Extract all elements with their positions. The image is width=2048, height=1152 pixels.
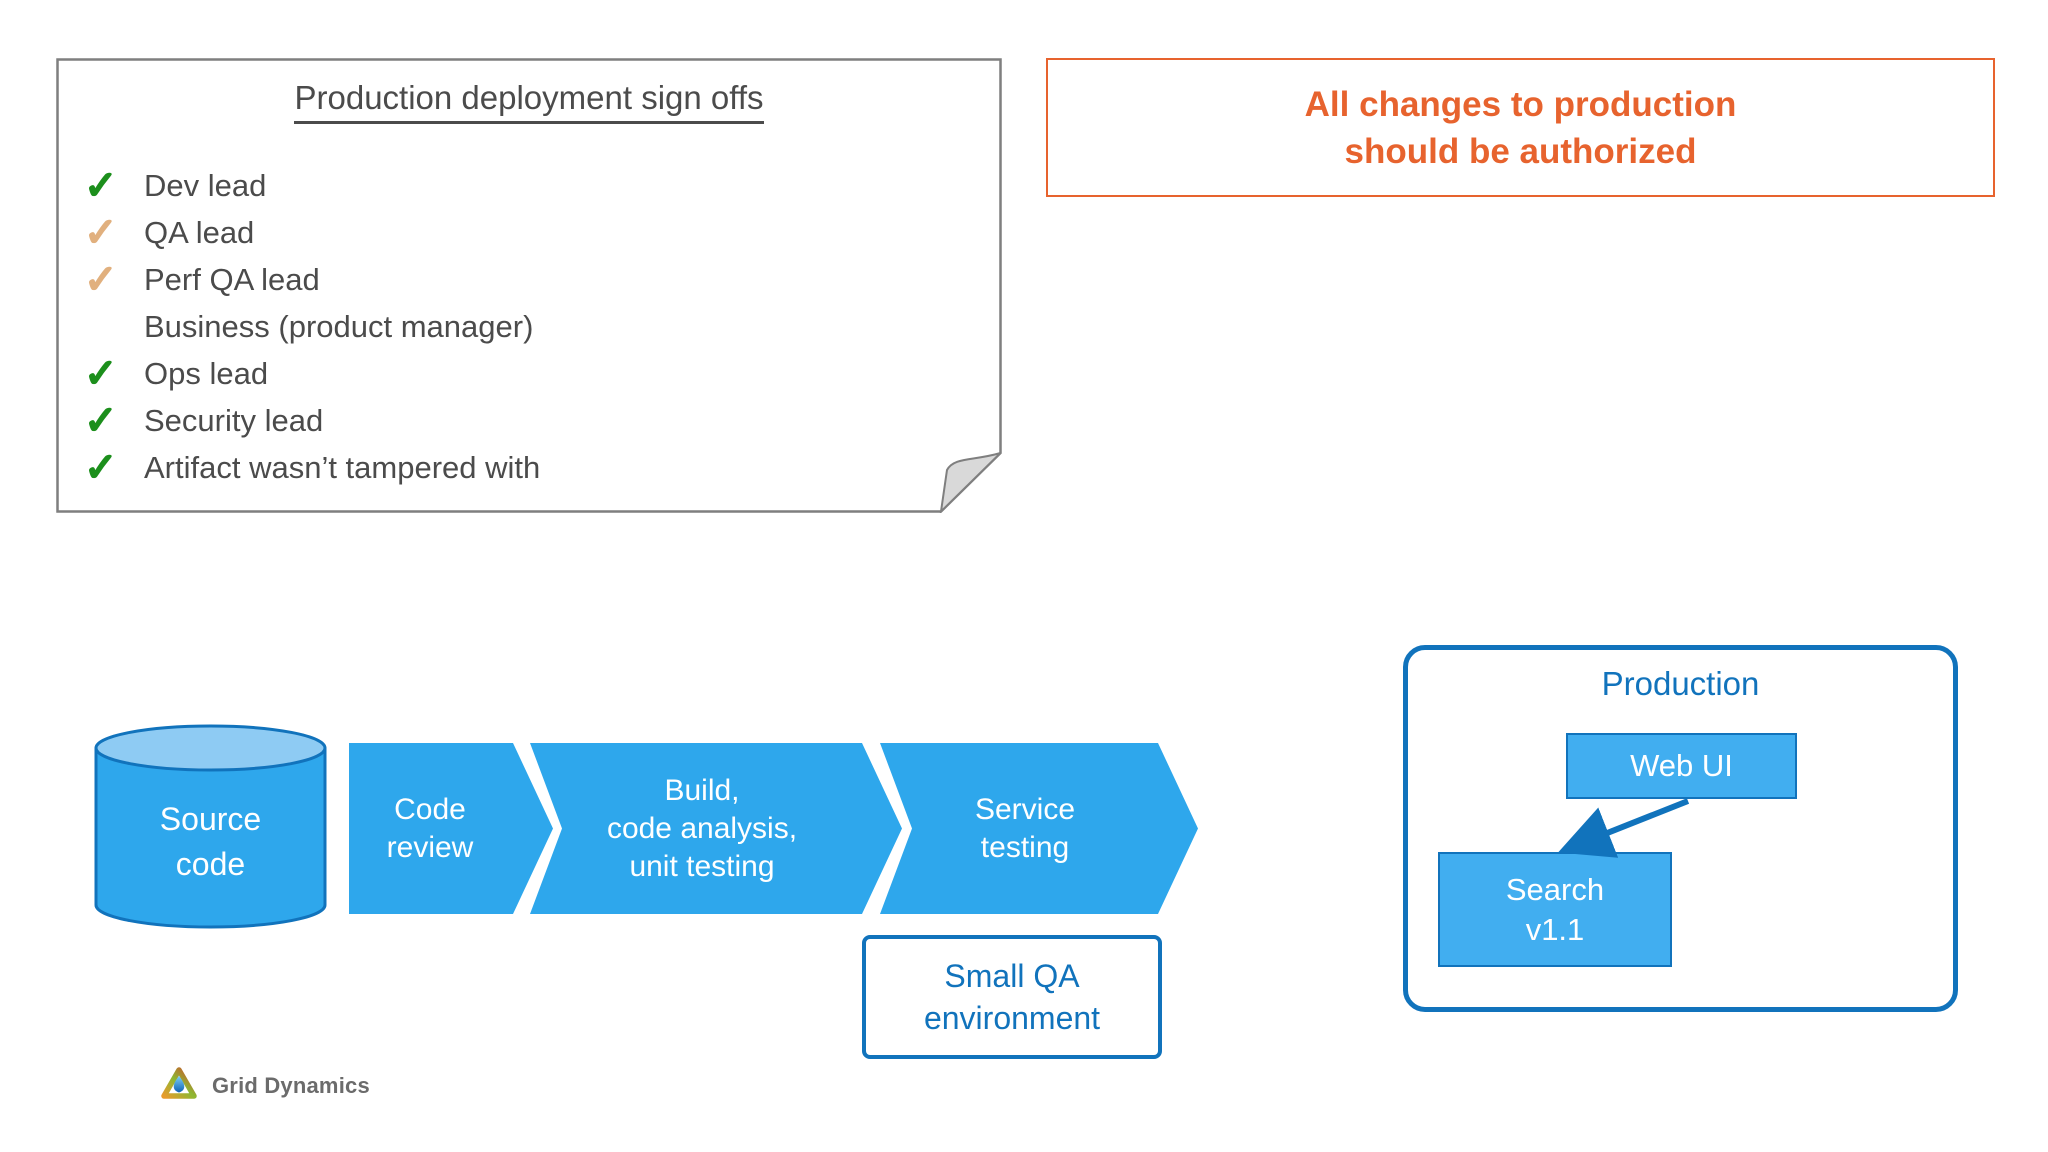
- signoff-note: Production deployment sign offs ✓ Dev lea…: [56, 58, 1002, 513]
- checkmark-icon: ✓: [83, 398, 119, 443]
- signoff-item-label: Artifact wasn’t tampered with: [144, 450, 541, 485]
- signoff-item: ✓ QA lead: [56, 209, 1002, 256]
- signoff-item-label: Perf QA lead: [144, 262, 320, 297]
- checkmark-icon: ✓: [83, 210, 119, 255]
- signoff-item: Business (product manager): [56, 303, 1002, 350]
- checkmark-icon: ✓: [83, 351, 119, 396]
- search-label: Search v1.1: [1505, 871, 1605, 947]
- stage-build-test: Build, code analysis, unit testing: [530, 743, 902, 914]
- signoff-item-label: Ops lead: [144, 356, 269, 391]
- checkmark-icon: ✓: [83, 445, 119, 490]
- small-qa-environment-box: Small QA environment: [862, 935, 1162, 1059]
- checkmark-icon: ✓: [83, 163, 119, 208]
- grid-dynamics-logo-icon: [161, 1067, 197, 1099]
- cylinder-shape: [94, 724, 327, 929]
- stage-code-review: Code review: [349, 743, 553, 914]
- signoff-item-label: Business (product manager): [144, 309, 534, 344]
- signoff-title: Production deployment sign offs: [294, 78, 764, 124]
- signoff-item: ✓ Dev lead: [56, 162, 1002, 209]
- authorization-callout-text: All changes to production should be auth…: [1304, 84, 1737, 171]
- signoff-item: ✓ Perf QA lead: [56, 256, 1002, 303]
- source-code-label: Source code: [159, 800, 262, 882]
- signoff-item-label: QA lead: [144, 215, 255, 250]
- signoff-item: ✓ Artifact wasn’t tampered with: [56, 444, 1002, 491]
- signoff-item: ✓ Security lead: [56, 397, 1002, 444]
- folded-corner: [939, 452, 1002, 513]
- signoff-item-label: Security lead: [144, 403, 324, 438]
- grid-dynamics-logo-text: Grid Dynamics: [212, 1073, 370, 1098]
- authorization-callout: All changes to production should be auth…: [1046, 58, 1995, 197]
- signoff-title-wrap: Production deployment sign offs: [56, 78, 1002, 124]
- source-code-cylinder: Source code: [93, 723, 328, 930]
- production-title: Production: [1601, 665, 1760, 702]
- stage-service-testing: Service testing: [880, 743, 1198, 914]
- web-ui-node: Web UI: [1566, 733, 1797, 799]
- production-box: Production Web UI Search v1.1: [1403, 645, 1958, 1012]
- small-qa-environment-label: Small QA environment: [923, 958, 1101, 1036]
- search-node: Search v1.1: [1438, 852, 1672, 967]
- signoff-item-label: Dev lead: [144, 168, 267, 203]
- web-ui-label: Web UI: [1630, 748, 1733, 783]
- grid-dynamics-logo: Grid Dynamics: [158, 1064, 370, 1108]
- folded-note-shape: [56, 58, 1002, 513]
- signoff-item: ✓ Ops lead: [56, 350, 1002, 397]
- checkmark-icon: ✓: [83, 257, 119, 302]
